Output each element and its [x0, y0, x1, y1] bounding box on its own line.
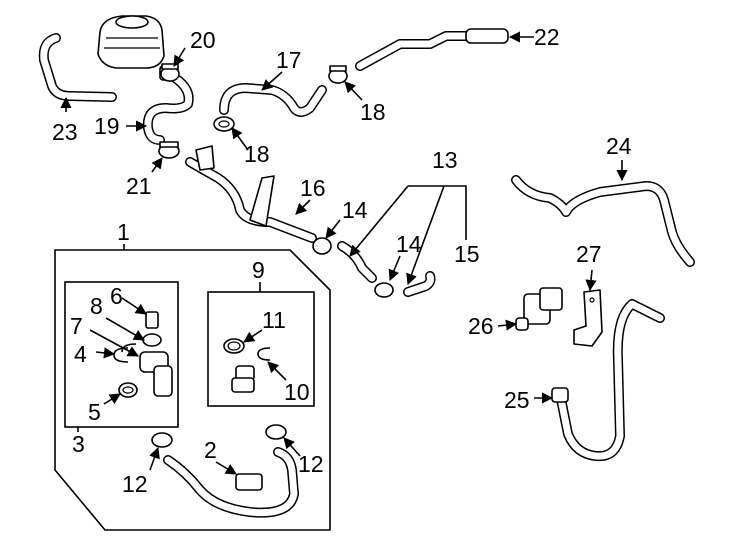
- clamp-18-lower: [213, 116, 235, 132]
- pipe-22: [355, 28, 509, 71]
- valve-26: [515, 287, 563, 331]
- callout-9: 9: [252, 257, 265, 283]
- callout-21: 21: [126, 173, 152, 199]
- fitting-15: [403, 271, 436, 297]
- o-ring-5: [118, 382, 138, 398]
- callout-24: 24: [606, 133, 632, 159]
- callout-10: 10: [284, 379, 310, 405]
- hose-17: [219, 83, 327, 117]
- hose-24: [511, 175, 695, 267]
- clamp-18-upper: [328, 65, 348, 84]
- callout-15: 15: [454, 241, 480, 267]
- callout-19: 19: [94, 113, 120, 139]
- hose-23: [38, 33, 117, 102]
- callout-8: 8: [90, 293, 103, 319]
- hose-19: [142, 71, 194, 145]
- subassembly-3-box: [64, 281, 179, 428]
- callout-22: 22: [534, 24, 560, 50]
- callout-17: 17: [276, 47, 302, 73]
- callout-labels: 1 2 3 4 5 6 7 8 9 10 11 12 12 13 14 14 1…: [52, 24, 632, 497]
- connector-9-part: [231, 365, 255, 393]
- callout-27: 27: [576, 241, 602, 267]
- callout-12-right: 12: [298, 451, 324, 477]
- callout-18-lower: 18: [244, 141, 270, 167]
- hose-25: [551, 299, 665, 462]
- clamp-14-left: [312, 237, 332, 255]
- callout-12-left: 12: [122, 471, 148, 497]
- pipe-16: [185, 145, 317, 243]
- callout-3: 3: [72, 431, 85, 457]
- clamp-12-left: [151, 432, 173, 448]
- callout-23: 23: [52, 119, 78, 145]
- clip-10: [257, 347, 271, 361]
- callout-11: 11: [262, 307, 286, 333]
- callout-25: 25: [504, 387, 530, 413]
- callout-13: 13: [432, 147, 458, 173]
- clamp-12-right: [265, 424, 287, 440]
- o-ring-8: [142, 333, 162, 347]
- callout-26: 26: [468, 313, 494, 339]
- callout-18-upper: 18: [360, 99, 386, 125]
- callout-1: 1: [117, 219, 130, 245]
- o-ring-11: [223, 338, 245, 354]
- assembly-1-frame: [54, 249, 331, 531]
- clamp-14-right: [374, 282, 394, 298]
- callout-6: 6: [110, 283, 123, 309]
- clamp-20: [160, 63, 180, 82]
- callout-4: 4: [74, 341, 87, 367]
- callout-16: 16: [300, 175, 326, 201]
- subassembly-9-box: [207, 291, 315, 407]
- callout-2: 2: [204, 437, 217, 463]
- callout-5: 5: [88, 399, 101, 425]
- bracket-27: [573, 289, 603, 347]
- leader-lines: [60, 31, 628, 475]
- hose-13: [337, 241, 377, 283]
- callout-7: 7: [70, 313, 83, 339]
- clamp-21: [158, 141, 180, 159]
- callout-14-lower: 14: [396, 231, 422, 257]
- callout-14-upper: 14: [342, 197, 368, 223]
- connector-block: [139, 351, 173, 397]
- hose-2: [163, 447, 299, 518]
- callout-20: 20: [190, 27, 216, 53]
- sensor-6: [145, 311, 159, 329]
